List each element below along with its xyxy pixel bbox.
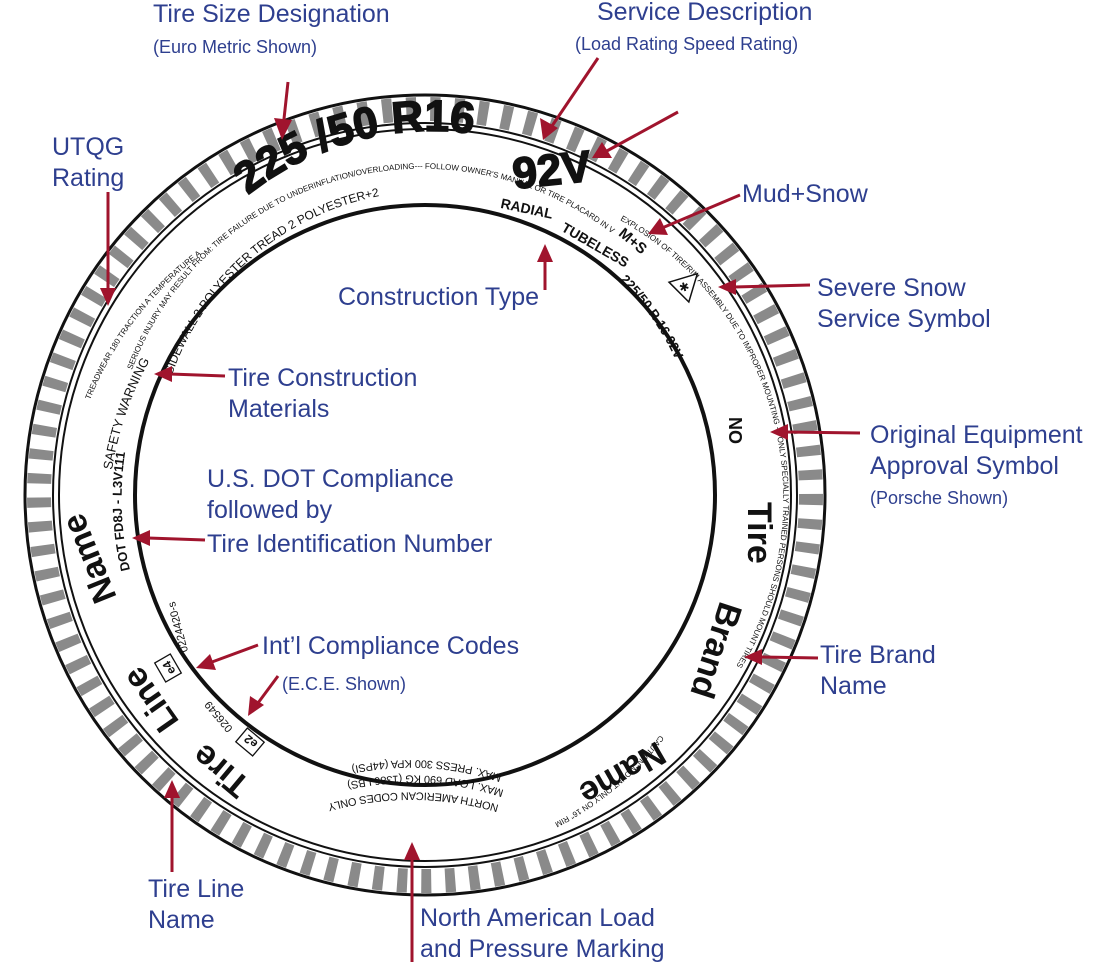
arrow-service-2 bbox=[592, 110, 679, 158]
label-euro-metric-shown: (Euro Metric Shown) bbox=[153, 37, 317, 57]
label-severe-snow-2: Service Symbol bbox=[817, 305, 991, 333]
label-service-description: Service Description bbox=[597, 0, 812, 26]
label-mud-snow: Mud+Snow bbox=[742, 180, 869, 208]
label-na-load-2: and Pressure Marking bbox=[420, 935, 665, 963]
arrow-utqg bbox=[100, 192, 116, 306]
service-description-mark: 92V bbox=[510, 142, 594, 199]
na-codes-text: NORTH AMERICAN CODES ONLY bbox=[326, 789, 500, 813]
label-utqg: UTQG bbox=[52, 133, 124, 161]
tire-size-mark: 225 /50 R16 bbox=[225, 92, 477, 203]
label-dot-2: followed by bbox=[207, 496, 333, 524]
label-load-speed-rating: (Load Rating Speed Rating) bbox=[575, 34, 798, 54]
label-severe-snow-1: Severe Snow bbox=[817, 274, 967, 302]
label-tire-construction-2: Materials bbox=[228, 395, 329, 423]
rim-bead-circle bbox=[133, 203, 717, 787]
label-brand-1: Tire Brand bbox=[820, 641, 936, 669]
label-oe-approval-1: Original Equipment bbox=[870, 421, 1083, 449]
label-porsche-shown: (Porsche Shown) bbox=[870, 488, 1008, 508]
sidewall-ring bbox=[58, 128, 792, 862]
dot-code-text: DOT FD8J - L3V111 bbox=[110, 450, 133, 572]
label-line-name-2: Name bbox=[148, 906, 215, 934]
arrow-tire-size bbox=[274, 81, 292, 140]
arrow-dot bbox=[132, 530, 206, 546]
arrow-brand bbox=[744, 649, 819, 665]
e2-mark: e2 bbox=[234, 727, 266, 757]
tire-brand-name-mark: Tire bbox=[740, 502, 778, 564]
svg-text:e4: e4 bbox=[159, 658, 178, 677]
outer-tread-edge bbox=[23, 93, 827, 897]
arrow-construction-type bbox=[537, 244, 553, 290]
label-tire-size-designation: Tire Size Designation bbox=[153, 0, 390, 28]
e4-mark: e4 bbox=[153, 653, 183, 683]
severe-snow-symbol-icon: ✱ bbox=[667, 272, 699, 304]
arrow-ece bbox=[248, 675, 280, 716]
label-line-name-1: Tire Line bbox=[148, 875, 244, 903]
label-construction-type: Construction Type bbox=[338, 283, 539, 311]
tread-band bbox=[27, 97, 823, 893]
label-dot-3: Tire Identification Number bbox=[207, 530, 492, 558]
label-ece-shown: (E.C.E. Shown) bbox=[282, 674, 406, 694]
label-rating: Rating bbox=[52, 164, 124, 192]
arrow-mud-snow bbox=[648, 193, 741, 235]
tire-brand-name-mark-3: Name bbox=[573, 734, 672, 813]
label-brand-2: Name bbox=[820, 672, 887, 700]
callout-arrows bbox=[100, 57, 861, 962]
label-dot-1: U.S. DOT Compliance bbox=[207, 465, 454, 493]
oe-approval-mark: NO bbox=[725, 417, 745, 444]
callout-labels: Tire Size Designation (Euro Metric Shown… bbox=[52, 0, 1083, 963]
arrow-intl-codes bbox=[196, 643, 259, 670]
label-oe-approval-2: Approval Symbol bbox=[870, 452, 1059, 480]
arrow-construction-materials bbox=[154, 366, 226, 382]
arrow-na-load bbox=[404, 842, 420, 962]
tread-inner-edge bbox=[52, 122, 798, 868]
label-intl-codes: Int’l Compliance Codes bbox=[262, 632, 519, 660]
label-tire-construction-1: Tire Construction bbox=[228, 364, 417, 392]
arrow-oe-approval bbox=[770, 424, 861, 440]
arrow-line-name bbox=[164, 780, 180, 872]
arrow-severe-snow bbox=[718, 279, 811, 295]
arrow-service-1 bbox=[540, 57, 600, 140]
label-na-load-1: North American Load bbox=[420, 904, 655, 932]
tire-body bbox=[23, 93, 827, 897]
tire-brand-name-mark-2: Brand bbox=[682, 598, 748, 703]
